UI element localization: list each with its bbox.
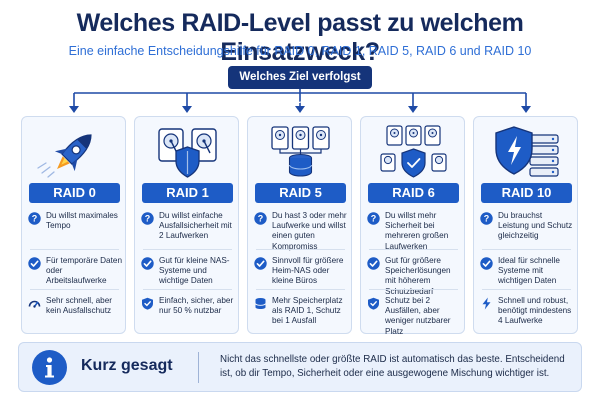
- svg-text:?: ?: [32, 214, 38, 224]
- svg-text:?: ?: [145, 214, 151, 224]
- divider: [30, 249, 119, 250]
- card-item-text: Schnell und robust, benötigt mindestens …: [498, 296, 572, 326]
- card-check-row: Gut für größere Speicherlösungen mit höh…: [367, 256, 462, 297]
- divider: [143, 249, 232, 250]
- check-icon: [480, 257, 493, 270]
- svg-text:?: ?: [371, 214, 377, 224]
- four-disks-shield-icon: [380, 125, 447, 178]
- divider: [482, 249, 571, 250]
- question-icon: ?: [367, 212, 380, 225]
- page-title: Welches RAID-Level passt zu welchem Eins…: [76, 9, 524, 66]
- check-icon: [28, 257, 41, 270]
- info-icon: [32, 350, 67, 385]
- raid-card-raid-10: RAID 10 ? Du brauchst Leistung und Schut…: [473, 116, 578, 334]
- connector-lines: [69, 89, 531, 113]
- card-note-row: Einfach, sicher, aber nur 50 % nutzbar: [141, 296, 236, 316]
- shield-icon: [142, 297, 153, 310]
- check-icon: [141, 257, 154, 270]
- question-icon: ?: [254, 212, 267, 225]
- summary-text: Nicht das schnellste oder größte RAID is…: [220, 354, 565, 379]
- raid-card-raid-5: RAID 5 ? Du hast 3 oder mehr Laufwerke u…: [247, 116, 352, 334]
- card-note-row: Mehr Speicherplatz als RAID 1, Schutz be…: [254, 296, 349, 327]
- check-icon: [367, 257, 380, 270]
- card-item-text: Sehr schnell, aber kein Ausfallschutz: [46, 296, 112, 316]
- card-question-row: ? Du willst einfache Ausfallsicherheit m…: [141, 211, 236, 242]
- question-icon: ?: [141, 212, 154, 225]
- card-note-row: Schnell und robust, benötigt mindestens …: [480, 296, 575, 327]
- goal-question: Welches Ziel verfolgst du?: [228, 66, 372, 106]
- card-item-text: Du hast 3 oder mehr Laufwerke und willst…: [272, 211, 347, 251]
- card-check-row: Für temporäre Daten oder Arbeitslaufwerk…: [28, 256, 123, 287]
- card-item-text: Schutz bei 2 Ausfällen, aber weniger nut…: [385, 296, 451, 336]
- divider: [482, 289, 571, 290]
- svg-text:?: ?: [258, 214, 264, 224]
- three-disks-database-icon: [271, 126, 330, 177]
- summary-divider: [198, 352, 199, 383]
- raid-card-raid-1: RAID 1 ? Du willst einfache Ausfallsiche…: [134, 116, 239, 334]
- svg-text:?: ?: [484, 214, 490, 224]
- question-icon: ?: [28, 212, 41, 225]
- speedometer-icon: [28, 300, 41, 308]
- card-item-text: Du brauchst Leistung und Schutz gleichze…: [498, 211, 573, 241]
- card-item-text: Du willst einfache Ausfallsicherheit mit…: [159, 211, 232, 241]
- card-note-row: Sehr schnell, aber kein Ausfallschutz: [28, 296, 123, 316]
- raid-label: RAID 5: [255, 183, 346, 203]
- divider: [369, 249, 458, 250]
- card-item-text: Gut für kleine NAS-Systeme und wichtige …: [159, 256, 230, 286]
- raid-label: RAID 6: [368, 183, 459, 203]
- shield-lightning-servers-icon: [495, 126, 559, 177]
- divider: [256, 289, 345, 290]
- summary-box: Kurz gesagt Nicht das schnellste oder gr…: [18, 342, 582, 392]
- divider: [256, 249, 345, 250]
- raid-label: RAID 0: [29, 183, 120, 203]
- check-icon: [254, 257, 267, 270]
- card-item-text: Für temporäre Daten oder Arbeitslaufwerk…: [46, 256, 122, 286]
- question-icon: ?: [480, 212, 493, 225]
- card-check-row: Ideal für schnelle Systeme mit wichtigen…: [480, 256, 575, 287]
- card-check-row: Sinnvoll für größere Heim-NAS oder klein…: [254, 256, 349, 287]
- raid-card-raid-0: RAID 0 ? Du willst maximales Tempo Für t…: [21, 116, 126, 334]
- card-check-row: Gut für kleine NAS-Systeme und wichtige …: [141, 256, 236, 287]
- card-question-row: ? Du brauchst Leistung und Schutz gleich…: [480, 211, 575, 242]
- raid-label: RAID 10: [481, 183, 572, 203]
- raid-card-raid-6: RAID 6 ? Du willst mehr Sicherheit bei m…: [360, 116, 465, 337]
- divider: [30, 289, 119, 290]
- card-item-text: Gut für größere Speicherlösungen mit höh…: [385, 256, 451, 296]
- card-question-row: ? Du hast 3 oder mehr Laufwerke und will…: [254, 211, 349, 252]
- divider: [143, 289, 232, 290]
- card-question-row: ? Du willst mehr Sicherheit bei mehreren…: [367, 211, 462, 252]
- database-icon: [255, 298, 266, 309]
- page-subtitle: Eine einfache Entscheidungshilfe für RAI…: [68, 44, 532, 58]
- lightning-icon: [482, 297, 491, 310]
- card-item-text: Mehr Speicherplatz als RAID 1, Schutz be…: [272, 296, 343, 326]
- raid-label: RAID 1: [142, 183, 233, 203]
- divider: [369, 289, 458, 290]
- card-item-text: Ideal für schnelle Systeme mit wichtigen…: [498, 256, 560, 286]
- card-item-text: Einfach, sicher, aber nur 50 % nutzbar: [159, 296, 234, 316]
- card-question-row: ? Du willst maximales Tempo: [28, 211, 123, 231]
- shield-icon: [368, 297, 379, 310]
- card-item-text: Sinnvoll für größere Heim-NAS oder klein…: [272, 256, 344, 286]
- mirrored-disks-shield-icon: [158, 128, 217, 178]
- rocket-icon: [37, 134, 92, 178]
- card-item-text: Du willst maximales Tempo: [46, 211, 118, 231]
- card-note-row: Schutz bei 2 Ausfällen, aber weniger nut…: [367, 296, 462, 337]
- card-item-text: Du willst mehr Sicherheit bei mehreren g…: [385, 211, 449, 251]
- summary-heading: Kurz gesagt: [81, 357, 173, 374]
